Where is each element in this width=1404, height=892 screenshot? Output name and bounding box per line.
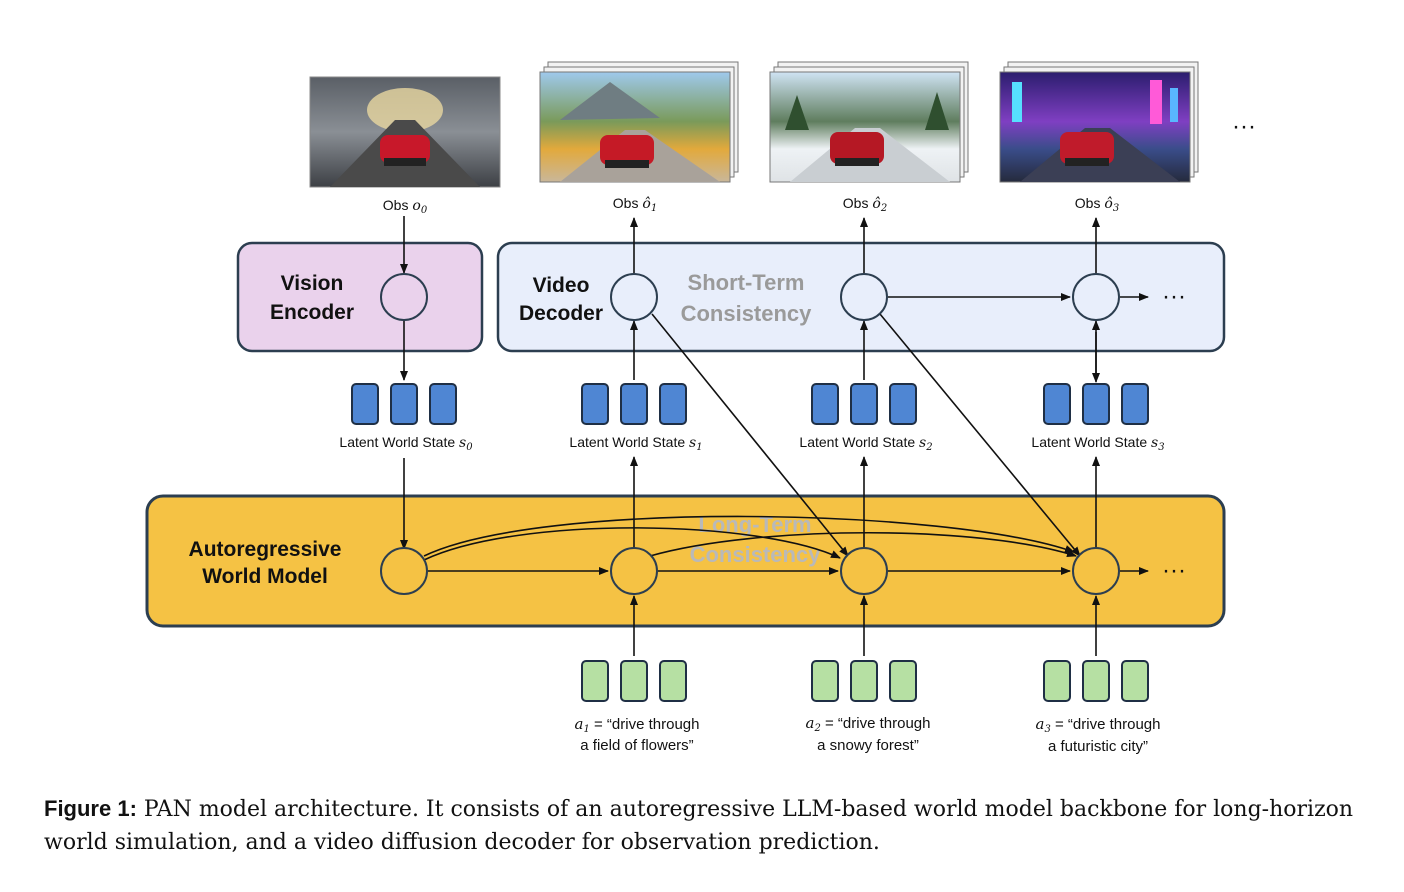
obs-frame-0 [309,76,501,188]
short-term-label-2: Consistency [681,301,813,326]
world-model-node-3 [1072,547,1120,595]
action-tokens-1 [581,660,687,702]
figure-caption: Figure 1: PAN model architecture. It con… [44,792,1384,859]
obs-label-3: Obs ô3 [1075,195,1119,214]
latent-tokens-2 [811,383,917,425]
latent-label-2: Latent World State s2 [799,434,932,453]
decoder-node-1 [610,273,658,321]
vision-encoder-label-1: Vision [281,272,344,295]
frames-ellipsis: ··· [1232,113,1256,140]
caption-label: Figure 1: [44,796,137,821]
obs-label-2: Obs ô2 [843,195,887,214]
long-term-label-1: Long-Term [698,512,811,537]
world-model-node-2 [840,547,888,595]
latent-tokens-1 [581,383,687,425]
car-cave-icon [380,135,430,163]
world-model-node-1 [610,547,658,595]
vision-encoder-label-2: Encoder [270,301,354,324]
encoder-node [380,273,428,321]
world-model-box [145,494,1226,628]
action-label-3-line2: a futuristic city” [1048,738,1148,755]
pine-tree-icon [785,92,949,130]
video-decoder-label-1: Video [533,274,590,297]
action-tokens-3 [1043,660,1149,702]
mountain-icon [560,82,660,120]
latent-label-1: Latent World State s1 [569,434,702,453]
connection-lines [400,216,1149,656]
action-label-1-line2: a field of flowers” [580,737,693,754]
video-decoder-label-2: Decoder [519,302,603,325]
world-model-node-0 [380,547,428,595]
obs-frame-1 [539,61,739,183]
decoder-node-2 [840,273,888,321]
long-term-label-2: Consistency [690,542,822,567]
obs-frame-3 [999,61,1199,183]
car-flowers-icon [600,135,654,165]
latent-label-3: Latent World State s3 [1031,434,1164,453]
latent-tokens-3 [1043,383,1149,425]
skyscraper-icon [1012,82,1022,122]
world-model-label-1: Autoregressive [189,538,342,561]
caption-text: PAN model architecture. It consists of a… [44,797,1354,855]
car-city-icon [1060,132,1114,164]
decoder-ellipsis: ··· [1162,283,1186,310]
action-label-3-line1: a3 = “drive through [1036,715,1161,735]
action-label-2-line2: a snowy forest” [817,737,919,754]
car-snow-icon [830,132,884,164]
vision-encoder-box [236,241,484,353]
short-term-label-1: Short-Term [688,270,805,295]
world-model-label-2: World Model [202,565,328,588]
obs-label-1: Obs ô1 [613,195,657,214]
obs-label-0: Obs o0 [383,197,428,216]
decoder-node-3 [1072,273,1120,321]
tunnel-light-icon [367,88,443,132]
latent-tokens-0 [351,383,457,425]
action-tokens-2 [811,660,917,702]
action-label-2-line1: a2 = “drive through [806,714,931,734]
latent-label-0: Latent World State s0 [339,434,473,453]
world-model-ellipsis: ··· [1162,557,1186,584]
action-label-1-line1: a1 = “drive through [575,715,700,735]
obs-frame-2 [769,61,969,183]
